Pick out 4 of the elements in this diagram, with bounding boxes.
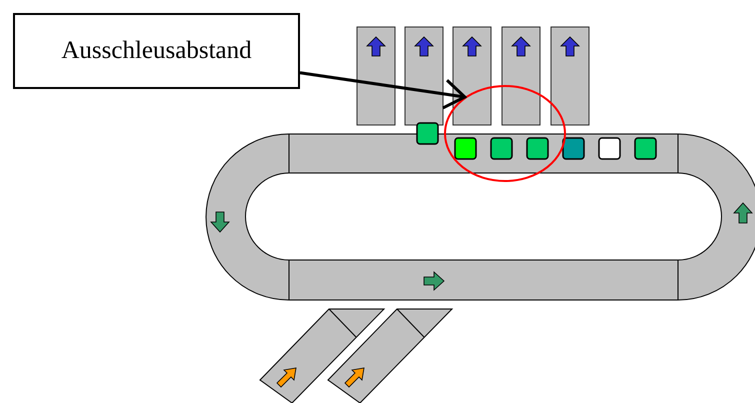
leader-arrow [300,71,466,110]
callout-label: Ausschleusabstand [61,37,252,65]
label-box [13,13,300,89]
highlight-ellipse [444,85,566,182]
